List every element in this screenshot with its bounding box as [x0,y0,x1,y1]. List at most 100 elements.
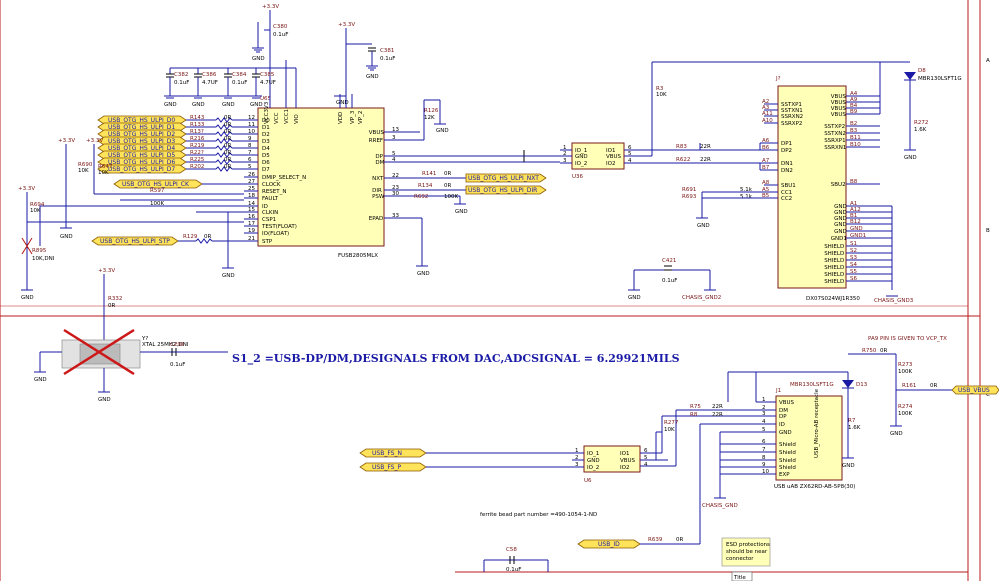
svg-text:5.1k: 5.1k [740,194,753,200]
usbc-pin-num: GND1 [850,233,866,239]
usbc-pin-num: S6 [850,276,857,282]
usbc-pin-num: S1 [850,241,857,247]
svg-text:U36: U36 [572,174,584,180]
usbc-pin-name: DP1 [781,141,792,147]
svg-text:R693: R693 [682,194,697,200]
net-ulpi-nxt: USB_OTG_HS_ULPI_NXT [468,175,539,182]
u65-pin-name: PSW [372,194,385,200]
u65-pin-name: D7 [262,167,270,173]
micro-pin-name: Shield [779,465,796,471]
resistor-val: 0R [224,157,231,163]
svg-text:MBR130LSFT1G: MBR130LSFT1G [918,76,962,82]
u65-pin-name: DMIP_SELECT_N [262,175,306,181]
usbc-pin-num: B6 [762,145,770,151]
usbc-pin-num: A2 [762,99,769,105]
svg-text:GND: GND [34,377,47,383]
resistor-val: 0R [224,150,231,156]
usbc-pin-name: VBUS [831,112,847,118]
svg-text:R8: R8 [690,412,698,418]
svg-text:0.1uF: 0.1uF [662,278,677,284]
svg-text:R647: R647 [98,164,113,170]
usbc-pin-name: SHIELD [824,279,844,285]
svg-text:GND: GND [890,431,903,437]
u36-pin-num: 2 [563,151,567,157]
cap-val: 0.1uF [232,80,247,86]
usbc-pin-num: A5 [762,187,770,193]
u65-pin-name: RESET_N [262,189,287,195]
resistor-val: 0R [224,129,231,135]
resistor-ref: R202 [190,164,204,170]
u65-pin-num: 4 [392,157,396,163]
u6-pin-name: GND [587,458,600,464]
micro-pin-name: EXP [779,472,790,478]
net-ulpi-data: USB_OTG_HS_ULPI_D1 [108,124,175,131]
svg-text:C58: C58 [506,547,517,553]
svg-text:R161: R161 [902,383,916,389]
svg-text:0.1uF: 0.1uF [170,362,185,368]
svg-text:R277: R277 [664,420,679,426]
svg-text:GND: GND [842,463,855,469]
u65-pin-name: EPAD [369,216,383,222]
micro-pin-num: 1 [762,397,766,403]
usbc-pin-num: B1 [850,213,857,219]
ferrite-note: ferrite bead part number =490-1054-1-ND [480,512,597,518]
u65-pin-num: 15 [248,207,255,213]
u65-pin-num: 17 [248,221,255,227]
usbc-pin-num: S4 [850,262,857,268]
svg-text:0R: 0R [204,234,211,240]
svg-text:10K: 10K [78,168,89,174]
svg-text:22R: 22R [700,157,711,163]
usbc-pin-num: A4 [850,91,858,97]
supply-33v-top2: +3.3V [338,22,355,28]
svg-text:R895: R895 [32,248,47,254]
u6-pin-name: IO1 [620,451,629,457]
svg-text:22R: 22R [700,144,711,150]
micro-pin-num: 7 [762,447,766,453]
u65-pin-name: VCC [274,112,280,124]
u65-pin-name: CLKIN [262,210,278,216]
usbc-pin-name: SHIELD [824,272,844,278]
micro-pin-num: 8 [762,455,766,461]
u65-pin-num: 16 [248,214,255,220]
svg-text:GND: GND [21,295,34,301]
usbc-pin-name: SHIELD [824,265,844,271]
svg-text:100K: 100K [150,201,164,207]
net-usb-fs-p: USB_FS_P [372,464,401,471]
u36-pin-name: IO2 [606,161,615,167]
cap-ref: C386 [202,72,217,78]
svg-text:USB uAB ZX62RD-AB-5P8(30): USB uAB ZX62RD-AB-5P8(30) [774,484,855,490]
svg-text:+3.3V: +3.3V [98,268,115,274]
usbc-pin-num: A1 [850,201,857,207]
svg-text:R694: R694 [30,202,45,208]
u65-pin-name: D2 [262,132,270,138]
usbc-pin-num: GND [850,226,863,232]
gnd-label: GND [222,102,235,108]
u65-pin-name: VBUS [369,130,385,136]
u65-right-misc: R126 12K GND R141 0R USB_OTG_HS_ULPI_NXT… [384,99,560,277]
usbc-pin-name: CC2 [781,196,792,202]
u36-pin-num: 6 [628,145,632,151]
svg-text:Y?: Y? [141,336,148,342]
u65-pin-num: 22 [392,173,399,179]
micro-pin-num: 5 [762,427,766,433]
c381-ref: C381 [380,48,394,54]
svg-text:MBR130LSFT1G: MBR130LSFT1G [790,382,834,388]
usbc-pin-num: B2 [850,121,857,127]
usbc-pin-name: SSTXN1 [781,108,803,114]
u36-pin-num: 1 [563,145,567,151]
cap-val: 0.1uF [174,80,189,86]
svg-text:R129: R129 [183,234,198,240]
svg-text:0R: 0R [930,383,937,389]
svg-text:R75: R75 [690,404,701,410]
svg-text:GND: GND [252,56,265,62]
usbc-pin-num: A11 [762,111,773,117]
esd-note-1: ESD protections [726,542,770,548]
usbc-pin-name: SSTXP2 [824,124,845,130]
supply-33v-top1: +3.3V [262,4,279,10]
gnd-label: GND [192,102,205,108]
svg-text:GND: GND [436,128,449,134]
u6-pin-name: IO_2 [587,465,599,471]
net-ulpi-data: USB_OTG_HS_ULPI_D3 [108,138,175,145]
c381-val: 0.1uF [380,56,395,62]
